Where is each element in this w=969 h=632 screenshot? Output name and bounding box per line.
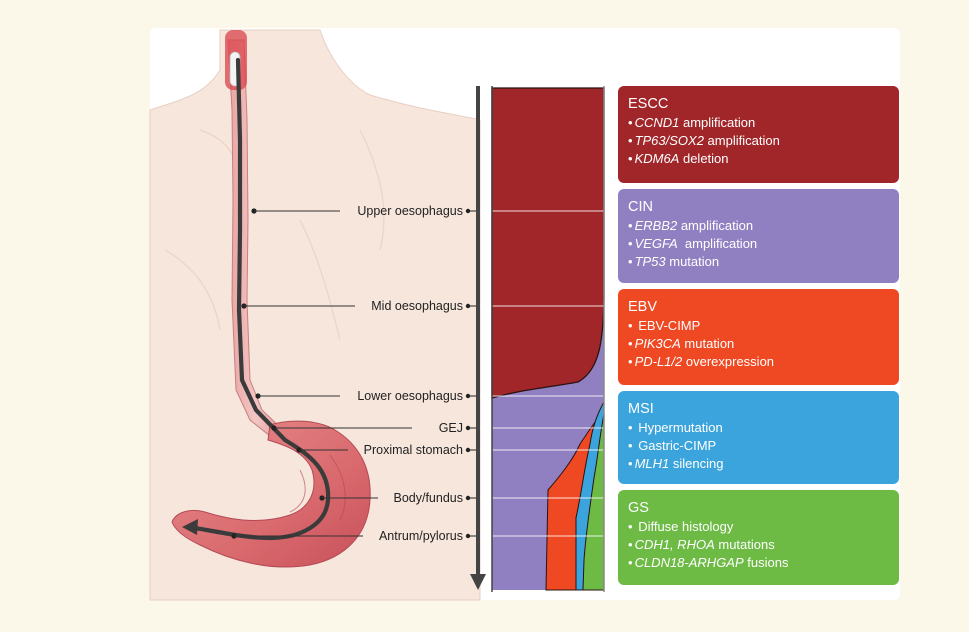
feature-item: • EBV-CIMP bbox=[628, 318, 701, 333]
axis-tick-dots bbox=[465, 208, 471, 539]
subtype-name: GS bbox=[628, 500, 649, 516]
feature-item: •PIK3CA mutation bbox=[628, 336, 735, 351]
location-axis-arrow-icon bbox=[470, 86, 486, 590]
label-proximal-stomach: Proximal stomach bbox=[364, 443, 463, 457]
label-mid-oesophagus: Mid oesophagus bbox=[371, 299, 463, 313]
feature-item: •VEGFA amplification bbox=[628, 236, 758, 251]
subtype-name: ESCC bbox=[628, 96, 669, 112]
feature-item: •PD-L1/2 overexpression bbox=[628, 354, 775, 369]
subtype-name: MSI bbox=[628, 401, 654, 417]
plot-guides bbox=[480, 210, 604, 537]
region-gs bbox=[582, 413, 605, 591]
label-body-fundus: Body/fundus bbox=[394, 491, 464, 505]
feature-item: •ERBB2 amplification bbox=[628, 218, 754, 233]
feature-item: •CDH1, RHOA mutations bbox=[628, 537, 775, 552]
feature-item: •TP53 mutation bbox=[628, 254, 720, 269]
feature-item: •CCND1 amplification bbox=[628, 115, 756, 130]
feature-list: •ERBB2 amplification •VEGFA amplificatio… bbox=[628, 217, 889, 271]
subtype-box-msi: MSI • Hypermutation • Gastric-CIMP •MLH1… bbox=[618, 391, 899, 484]
label-lower-oesophagus: Lower oesophagus bbox=[357, 389, 463, 403]
endoscope-tip-arrow-icon bbox=[182, 519, 198, 535]
subtype-name: CIN bbox=[628, 199, 653, 215]
feature-list: • Hypermutation • Gastric-CIMP •MLH1 sil… bbox=[628, 419, 889, 473]
feature-item: • Diffuse histology bbox=[628, 519, 734, 534]
feature-item: •KDM6A deletion bbox=[628, 151, 729, 166]
subtype-distribution-plot bbox=[480, 86, 605, 592]
location-labels: Upper oesophagus Mid oesophagus Lower oe… bbox=[357, 204, 463, 543]
subtype-box-escc: ESCC •CCND1 amplification •TP63/SOX2 amp… bbox=[618, 86, 899, 183]
label-gej: GEJ bbox=[439, 421, 463, 435]
subtype-box-cin: CIN •ERBB2 amplification •VEGFA amplific… bbox=[618, 189, 899, 283]
feature-list: • EBV-CIMP •PIK3CA mutation •PD-L1/2 ove… bbox=[628, 317, 889, 371]
subtype-name: EBV bbox=[628, 299, 658, 315]
feature-item: •CLDN18-ARHGAP fusions bbox=[628, 555, 789, 570]
label-upper-oesophagus: Upper oesophagus bbox=[357, 204, 463, 218]
feature-list: • Diffuse histology •CDH1, RHOA mutation… bbox=[628, 518, 889, 572]
feature-item: • Gastric-CIMP bbox=[628, 438, 717, 453]
label-antrum-pylorus: Antrum/pylorus bbox=[379, 529, 463, 543]
region-escc bbox=[491, 87, 605, 399]
subtype-box-ebv: EBV • EBV-CIMP •PIK3CA mutation •PD-L1/2… bbox=[618, 289, 899, 385]
feature-item: • Hypermutation bbox=[628, 420, 723, 435]
feature-list: •CCND1 amplification •TP63/SOX2 amplific… bbox=[628, 114, 889, 168]
feature-item: •MLH1 silencing bbox=[628, 456, 724, 471]
subtype-box-gs: GS • Diffuse histology •CDH1, RHOA mutat… bbox=[618, 490, 899, 585]
feature-item: •TP63/SOX2 amplification bbox=[628, 133, 780, 148]
